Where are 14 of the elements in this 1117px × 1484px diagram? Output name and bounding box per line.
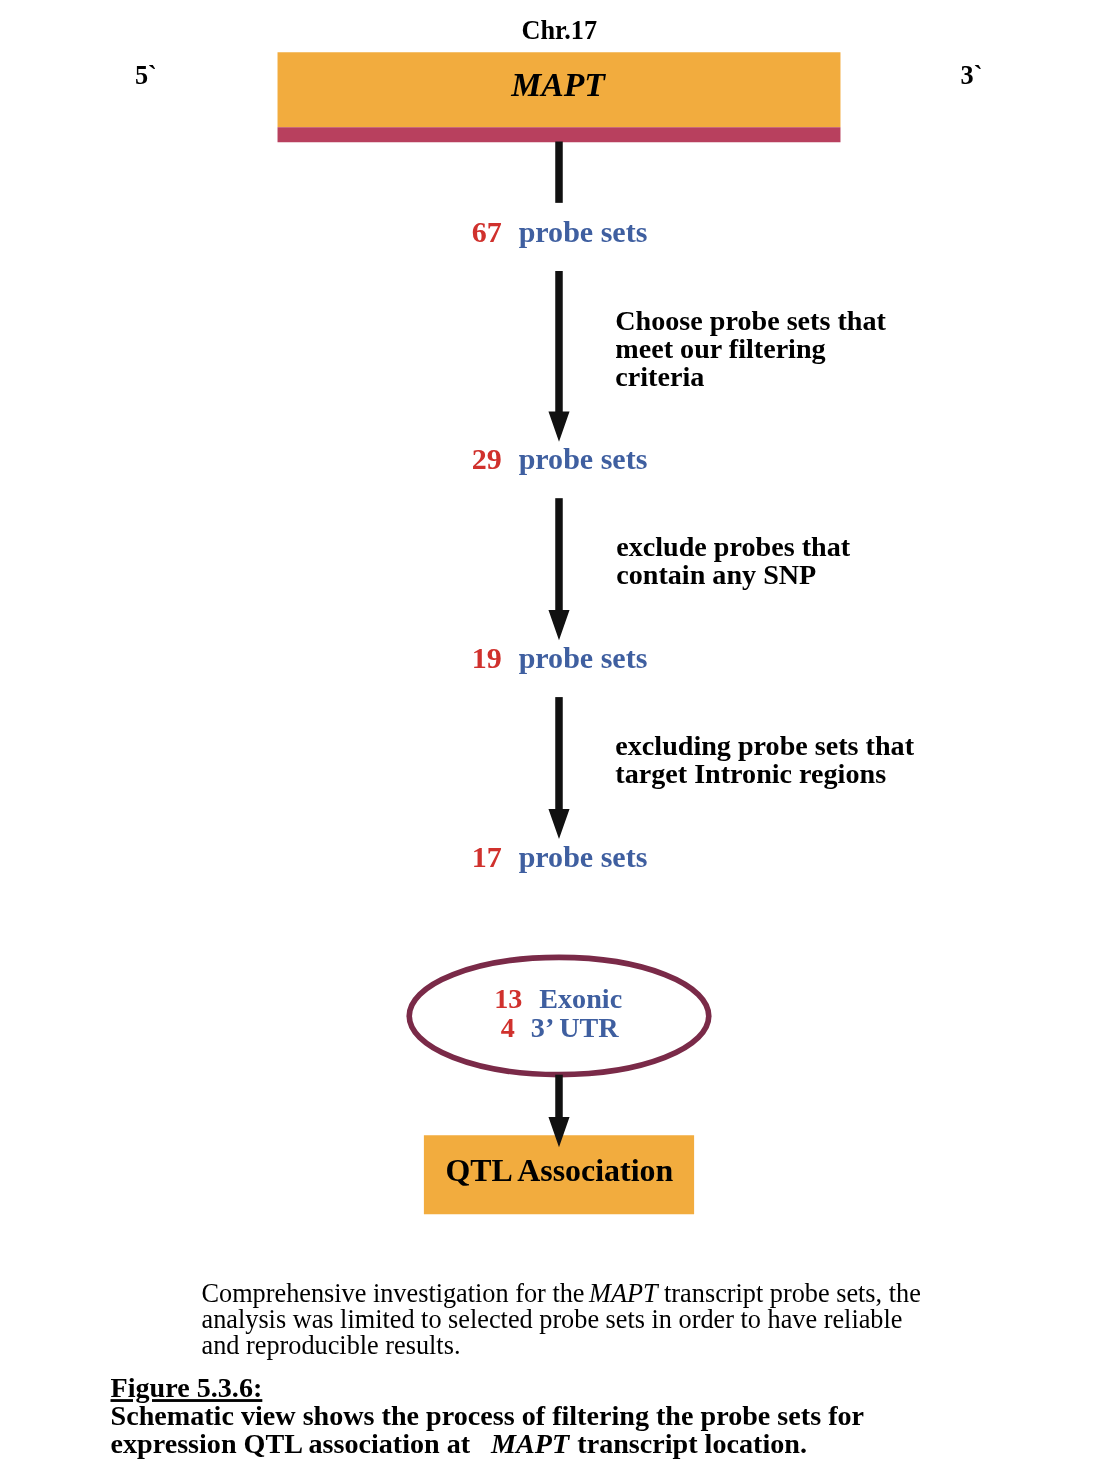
node-text: 67 probe sets <box>471 215 647 249</box>
arrow <box>547 270 570 442</box>
node-box: QTL Association <box>423 1135 694 1215</box>
node-text: 19 probe sets <box>471 641 647 675</box>
node-label: Chr.17 <box>520 16 597 46</box>
label: 5` <box>134 60 157 90</box>
edge-label: Choose probe sets that meet our filtering criteria <box>614 304 886 393</box>
label: 3` <box>960 60 982 90</box>
node-text: 17 probe sets <box>471 840 647 874</box>
edge-label: exclude probes that contain any SNP <box>615 531 850 591</box>
edge-label: excluding probe sets that target Intronic regions <box>614 729 914 790</box>
node-text: 29 probe sets <box>471 442 647 476</box>
node-ellipse: 13 Exonic 4 3’ UTR <box>405 954 712 1078</box>
label: Comprehensive investigation for the MAPT transcript probe sets, the analysis was limited to selected probe sets in order to have reliable and reproducible results. <box>201 1278 921 1361</box>
